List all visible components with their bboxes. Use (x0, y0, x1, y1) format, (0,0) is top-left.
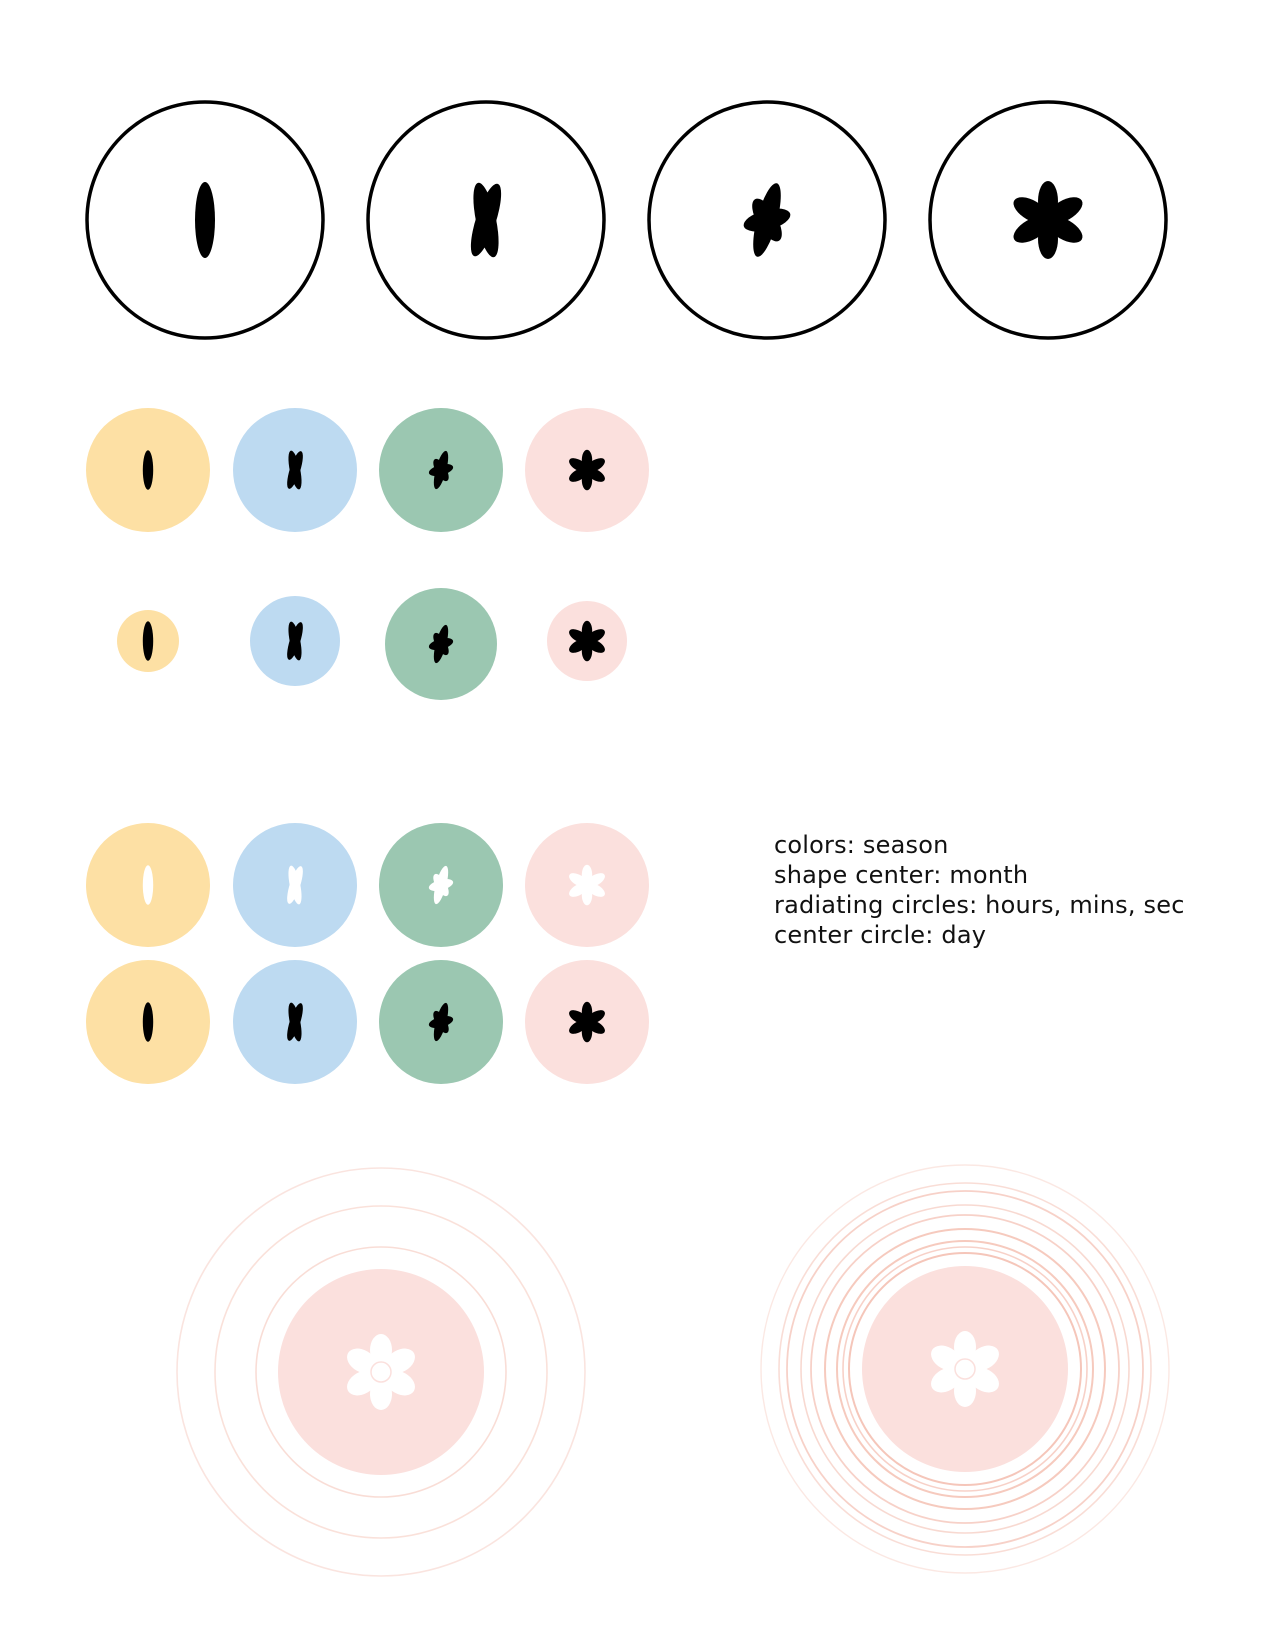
outline-circle-item (366, 100, 606, 340)
legend: colors: season shape center: month radia… (774, 830, 1185, 950)
six-petal-flower-icon (347, 1334, 415, 1410)
legend-shape-center: shape center: month (774, 861, 1029, 889)
light-shape-swatch (86, 823, 210, 947)
three-petal-shape-icon (428, 865, 454, 905)
season-swatch-row (86, 408, 649, 532)
sized-swatch (117, 610, 179, 672)
dark-shape-row (86, 960, 649, 1084)
legend-radiating-circles: radiating circles: hours, mins, sec (774, 891, 1185, 919)
radiating-ring (255, 1246, 507, 1498)
three-petal-shape-icon (428, 450, 454, 490)
radiating-ring (214, 1205, 548, 1539)
six-petal-flower-icon (1013, 181, 1083, 259)
ellipse-shape-icon (142, 621, 154, 661)
season-swatch (233, 408, 357, 532)
radiating-ring (786, 1190, 1144, 1548)
radiating-ring (842, 1246, 1088, 1492)
six-petal-flower-icon (569, 449, 605, 491)
six-petal-flower-icon (569, 1001, 605, 1043)
legend-center-circle: center circle: day (774, 921, 987, 949)
three-petal-shape-icon (428, 1002, 454, 1042)
ellipse-shape-icon (142, 865, 154, 905)
outline-circle-item (85, 100, 325, 340)
three-petal-shape-icon (743, 183, 791, 257)
two-petal-shape-icon (287, 1002, 303, 1042)
three-petal-shape-icon (428, 624, 454, 664)
light-shape-swatch (525, 823, 649, 947)
radiating-ring (778, 1182, 1152, 1556)
radiating-ring (800, 1204, 1130, 1534)
six-petal-flower-icon (569, 620, 605, 662)
ellipse-shape-icon (195, 182, 215, 258)
sized-swatch (385, 588, 497, 700)
outline-circle (928, 100, 1168, 340)
season-swatch (525, 408, 649, 532)
radiating-ring (760, 1164, 1170, 1574)
outline-circle-item (647, 100, 887, 340)
radiating-clock-dense (760, 1164, 1170, 1574)
radiating-ring (176, 1167, 586, 1577)
radiating-ring (848, 1252, 1082, 1486)
season-swatch (86, 408, 210, 532)
dark-shape-swatch (379, 960, 503, 1084)
radiating-ring (810, 1214, 1120, 1524)
outline-circle-item (928, 100, 1168, 340)
season-swatch (379, 408, 503, 532)
six-petal-flower-icon (569, 864, 605, 906)
sized-swatch (547, 601, 627, 681)
two-petal-shape-icon (287, 621, 303, 661)
dark-shape-swatch (525, 960, 649, 1084)
light-shape-swatch (233, 823, 357, 947)
radiating-ring (824, 1228, 1106, 1510)
ellipse-shape-icon (142, 1002, 154, 1042)
two-petal-shape-icon (287, 865, 303, 905)
light-shape-swatch (379, 823, 503, 947)
outline-circle (85, 100, 325, 340)
outline-circle-row (85, 100, 1168, 340)
dark-shape-swatch (233, 960, 357, 1084)
dark-shape-swatch (86, 960, 210, 1084)
six-petal-flower-icon (931, 1331, 999, 1407)
outline-circle (647, 100, 887, 340)
varied-size-row (117, 588, 627, 700)
legend-colors: colors: season (774, 831, 949, 859)
two-petal-shape-icon (470, 182, 502, 258)
sized-swatch (250, 596, 340, 686)
radiating-clock-sparse (176, 1167, 586, 1577)
ellipse-shape-icon (142, 450, 154, 490)
light-shape-row (86, 823, 649, 947)
outline-circle (366, 100, 606, 340)
two-petal-shape-icon (287, 450, 303, 490)
radiating-ring (836, 1240, 1094, 1498)
